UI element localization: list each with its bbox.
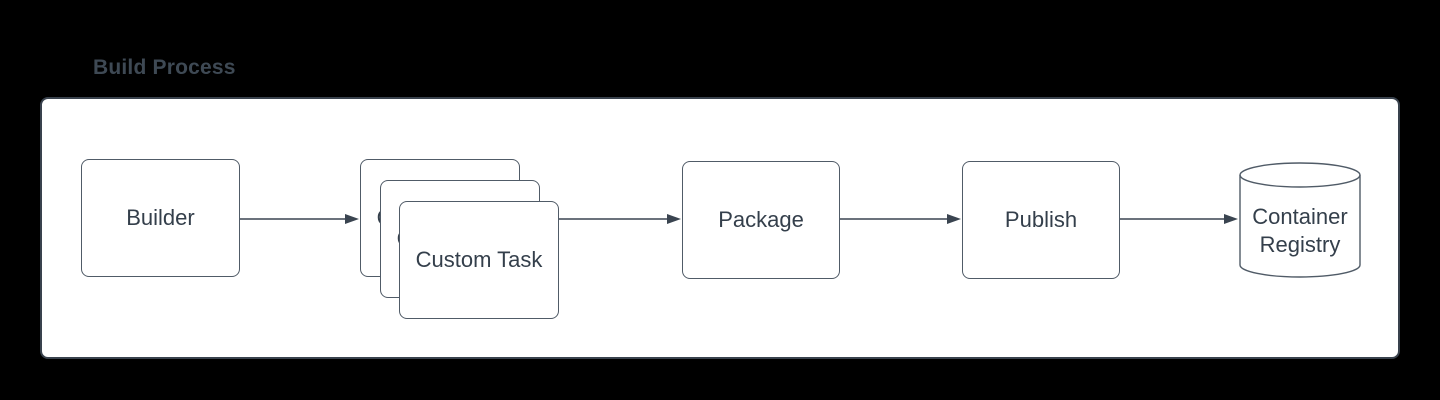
node-custom-task-label: Custom Task [415, 247, 543, 272]
edge-custom-task-to-package[interactable] [559, 214, 681, 224]
node-package-label: Package [718, 207, 804, 232]
node-builder[interactable]: Builder [81, 159, 240, 277]
build-process-container[interactable]: Builder Custom Task Custom Task Custom T… [40, 97, 1400, 359]
edge-builder-to-custom-task[interactable] [240, 214, 359, 224]
node-custom-task[interactable]: Custom Task [399, 201, 559, 319]
cylinder-shape-icon [1239, 162, 1361, 278]
node-publish[interactable]: Publish [962, 161, 1120, 279]
node-container-registry[interactable]: Container Registry [1239, 162, 1361, 278]
node-container-registry-label: Container Registry [1252, 204, 1348, 257]
node-publish-label: Publish [1004, 207, 1078, 232]
diagram-title: Build Process [93, 56, 236, 79]
node-package[interactable]: Package [682, 161, 840, 279]
edge-publish-to-container-registry[interactable] [1120, 214, 1238, 224]
node-builder-label: Builder [126, 205, 195, 230]
edges-layer [240, 214, 1238, 224]
edge-package-to-publish[interactable] [840, 214, 961, 224]
